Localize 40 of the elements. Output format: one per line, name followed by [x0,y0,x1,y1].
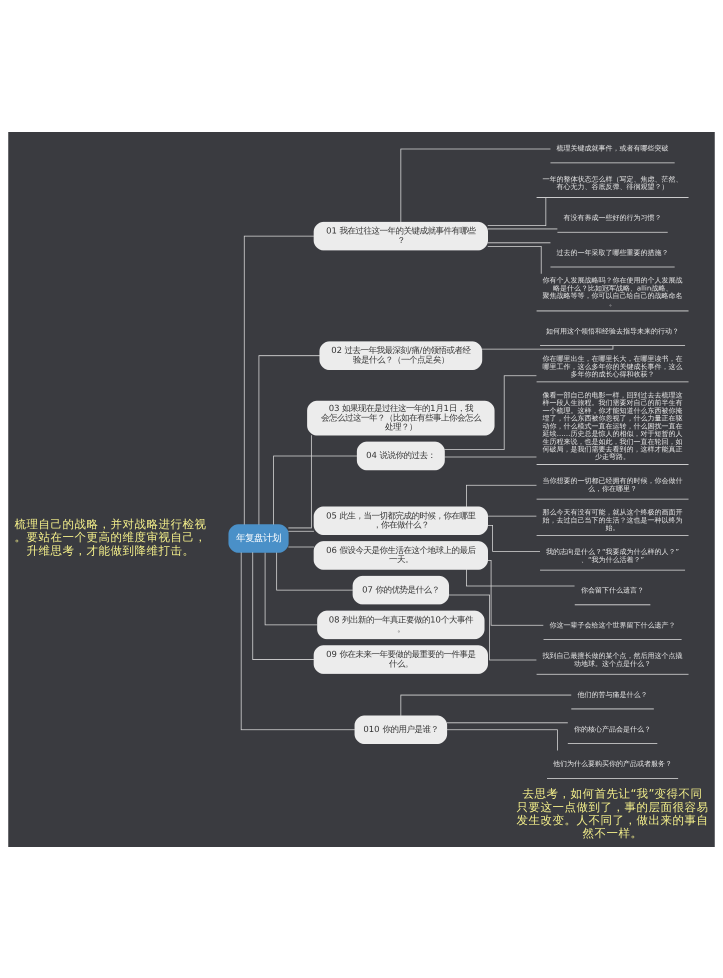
connector [444,374,537,450]
node-box: 06 假设今天是你生活在这个地球上的最后一天。 [314,540,488,570]
node-box: 07 你的优势是什么？ [352,575,450,604]
connector [288,530,314,532]
node-box: 02 过去一年我最深刻/痛/的领悟或者经验是什么？（一个点足矣） [319,340,482,370]
connector [273,455,358,524]
connector [448,594,537,660]
connector [288,434,312,528]
connector [466,568,575,586]
node-box: 01 我在过往这一年的关键成就事件有哪些？ [314,221,488,250]
connector [487,196,546,226]
node-box: 05 此生，当一切都完成的时候，你在哪里，你在做什么？ [314,506,488,534]
connector [264,552,318,625]
connector [276,552,354,590]
connector [444,456,537,457]
connector [258,354,320,524]
node-box: 04 说说你的过去： [356,441,445,470]
node-box: 08 列出新的一年真正要做的10个大事件。 [317,610,485,639]
connector [482,344,614,349]
connector [487,228,558,229]
connector [487,246,542,274]
connector [240,552,356,730]
node-box: 年复盘计划 [228,524,289,552]
connector [487,242,551,243]
node-box: 03 如果现在是过往这一年的1月1日，我会怎么过这一年？（比如在有些事上你会怎么处理？） [307,400,495,435]
node-box: 09 你在未来一年要做的最重要的一件事是什么。 [314,644,488,674]
connector [400,694,572,716]
connector [400,148,551,222]
connector [487,515,537,516]
label: 去思考，如何首先让“我”变得不同只要这一点做到了，事的层面很容易发生改变。人不同了，做出来的事自然不一样。 [516,786,709,840]
label: 梳理自己的战略，并对战略进行检视。要站在一个更高的维度审视自己，升维思考，才能做到降维打击。 [14,516,206,557]
connector [487,524,540,552]
connector [288,546,314,547]
connector [487,559,544,626]
connector [446,728,558,750]
connector [446,722,568,723]
connector [466,484,537,507]
connector [252,551,314,660]
connector [244,235,314,524]
node-box: 010 你的用户是谁？ [354,715,448,744]
